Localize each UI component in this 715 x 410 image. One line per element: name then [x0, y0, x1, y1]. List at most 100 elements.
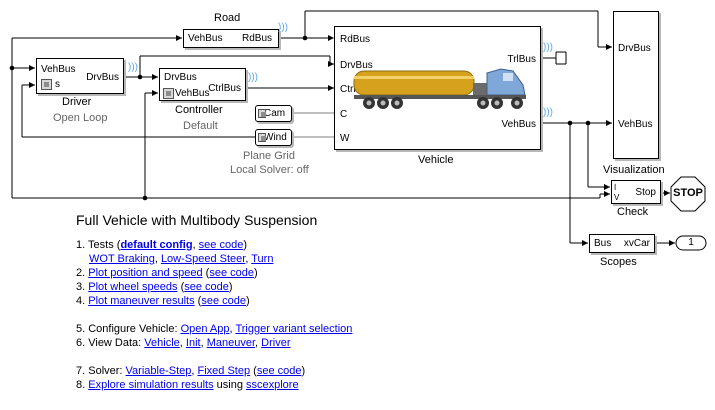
trigger-variant-selection-link[interactable]: Trigger variant selection [235, 323, 353, 335]
driver-data-link[interactable]: Driver [261, 337, 291, 349]
visualization-port-2: VehBus [618, 119, 653, 130]
open-app-link[interactable]: Open App [180, 323, 230, 335]
driver-name: Driver [62, 96, 92, 108]
doc-item-5: 5. Configure Vehicle: Open App, Trigger … [76, 323, 353, 335]
doc-item-6: 6. View Data: Vehicle, Init, Maneuver, D… [76, 337, 291, 349]
signal-icon: ))) [248, 72, 258, 83]
doc-item-3: 3. Plot wheel speeds (see code) [76, 281, 233, 293]
see-code-link[interactable]: see code [256, 365, 302, 377]
see-code-link[interactable]: see code [201, 295, 247, 307]
scopes-out-port: xvCar [623, 238, 650, 249]
driver-out-port: DrvBus [86, 72, 119, 83]
item-number: 7. [76, 365, 89, 377]
wind-icon [258, 133, 266, 142]
low-speed-steer-link[interactable]: Low-Speed Steer [160, 253, 246, 265]
controller-variant: Default [183, 120, 218, 132]
vehicle-out-port-2: VehBus [501, 119, 536, 130]
item-number: 2. [76, 267, 89, 279]
signal-icon: ))) [543, 107, 553, 118]
visualization-block[interactable]: DrvBus VehBus [613, 11, 659, 159]
visualization-name: Visualization [603, 164, 665, 176]
truck-icon [353, 68, 526, 109]
scopes-in-port: Bus [594, 238, 612, 249]
variable-step-link[interactable]: Variable-Step [125, 365, 192, 377]
road-block[interactable]: VehBus RdBus [183, 29, 279, 48]
controller-block[interactable]: DrvBus VehBus CtrlBus [159, 68, 246, 101]
item-text: Tests ( [88, 239, 121, 251]
driver-variant: Open Loop [53, 112, 108, 124]
vehicle-name: Vehicle [418, 154, 454, 166]
road-in-port: VehBus [188, 33, 223, 44]
vehicle-block[interactable]: RdBus DrvBus CtrlBus C W TrlBus VehBus [334, 26, 541, 150]
item-text: using [213, 379, 246, 391]
init-data-link[interactable]: Init [185, 337, 201, 349]
road-block-label: Road [214, 12, 241, 24]
item-text: Solver: [88, 365, 126, 377]
controller-name: Controller [175, 104, 223, 116]
see-code-link[interactable]: see code [209, 267, 254, 279]
vehicle-in-port-4: C [340, 109, 348, 120]
check-port-a: I [614, 183, 617, 192]
plot-position-speed-link[interactable]: Plot position and speed [88, 267, 203, 279]
stop-icon[interactable] [670, 176, 706, 212]
wind-label: Wind [264, 132, 287, 143]
sscexplore-link[interactable]: sscexplore [246, 379, 299, 391]
item-number: 4. [76, 295, 89, 307]
maneuver-data-link[interactable]: Maneuver [206, 337, 256, 349]
item-number: 6. [76, 337, 89, 349]
turn-link[interactable]: Turn [251, 253, 274, 265]
plot-wheel-speeds-link[interactable]: Plot wheel speeds [88, 281, 178, 293]
camera-block[interactable]: Cam [255, 105, 292, 122]
signal-icon: ))) [128, 62, 138, 73]
see-code-link[interactable]: see code [198, 239, 244, 251]
doc-item-8: 8. Explore simulation results using ssce… [76, 378, 299, 392]
visualization-port-1: DrvBus [618, 43, 651, 54]
road-out-port: RdBus [241, 33, 272, 44]
explore-simulation-results-link[interactable]: Explore simulation results [88, 379, 214, 391]
check-block[interactable]: I V Stop [611, 180, 661, 204]
vehicle-out-port-1: TrlBus [507, 54, 536, 65]
default-config-link[interactable]: default config [120, 239, 193, 251]
subsystem-icon [41, 79, 52, 90]
subsystem-icon [163, 88, 174, 99]
controller-in-port-2: VehBus [175, 88, 210, 99]
wind-block[interactable]: Wind [255, 129, 292, 146]
plot-maneuver-results-link[interactable]: Plot maneuver results [88, 295, 195, 307]
camera-icon [258, 109, 266, 118]
stop-label: STOP [673, 187, 703, 199]
see-code-link[interactable]: see code [184, 281, 229, 293]
scopes-name: Scopes [600, 256, 637, 268]
doc-item-1-sub: WOT Braking, Low-Speed Steer, Turn [89, 253, 274, 265]
check-name: Check [617, 206, 649, 218]
check-port-b: V [614, 193, 620, 202]
signal-icon: ))) [543, 42, 553, 53]
model-title: Full Vehicle with Multibody Suspension [76, 212, 318, 228]
outport-label: 1 [688, 237, 694, 248]
outport-icon[interactable] [675, 235, 707, 251]
signal-icon: ))) [278, 22, 288, 33]
plane-grid-label: Plane Grid [243, 150, 295, 162]
controller-in-port: DrvBus [164, 72, 197, 83]
item-separator: , [192, 239, 199, 251]
item-text: View Data: [88, 337, 145, 349]
vehicle-in-port-2: DrvBus [340, 60, 373, 71]
item-number: 8. [76, 379, 89, 391]
item-number: 3. [76, 281, 89, 293]
doc-item-2: 2. Plot position and speed (see code) [76, 267, 258, 279]
driver-in-port: VehBus [41, 64, 76, 75]
camera-label: Cam [264, 108, 286, 119]
vehicle-data-link[interactable]: Vehicle [144, 337, 180, 349]
local-solver-label: Local Solver: off [230, 164, 309, 176]
item-number: 1. [76, 239, 89, 251]
driver-ref-port: s [55, 79, 60, 90]
wot-braking-link[interactable]: WOT Braking [89, 253, 155, 265]
doc-item-4: 4. Plot maneuver results (see code) [76, 295, 250, 307]
scopes-block[interactable]: Bus xvCar [589, 234, 655, 253]
driver-block[interactable]: VehBus DrvBus s [36, 58, 124, 94]
item-text: Configure Vehicle: [88, 323, 181, 335]
vehicle-in-port-5: W [340, 133, 350, 144]
item-number: 5. [76, 323, 89, 335]
fixed-step-link[interactable]: Fixed Step [197, 365, 251, 377]
